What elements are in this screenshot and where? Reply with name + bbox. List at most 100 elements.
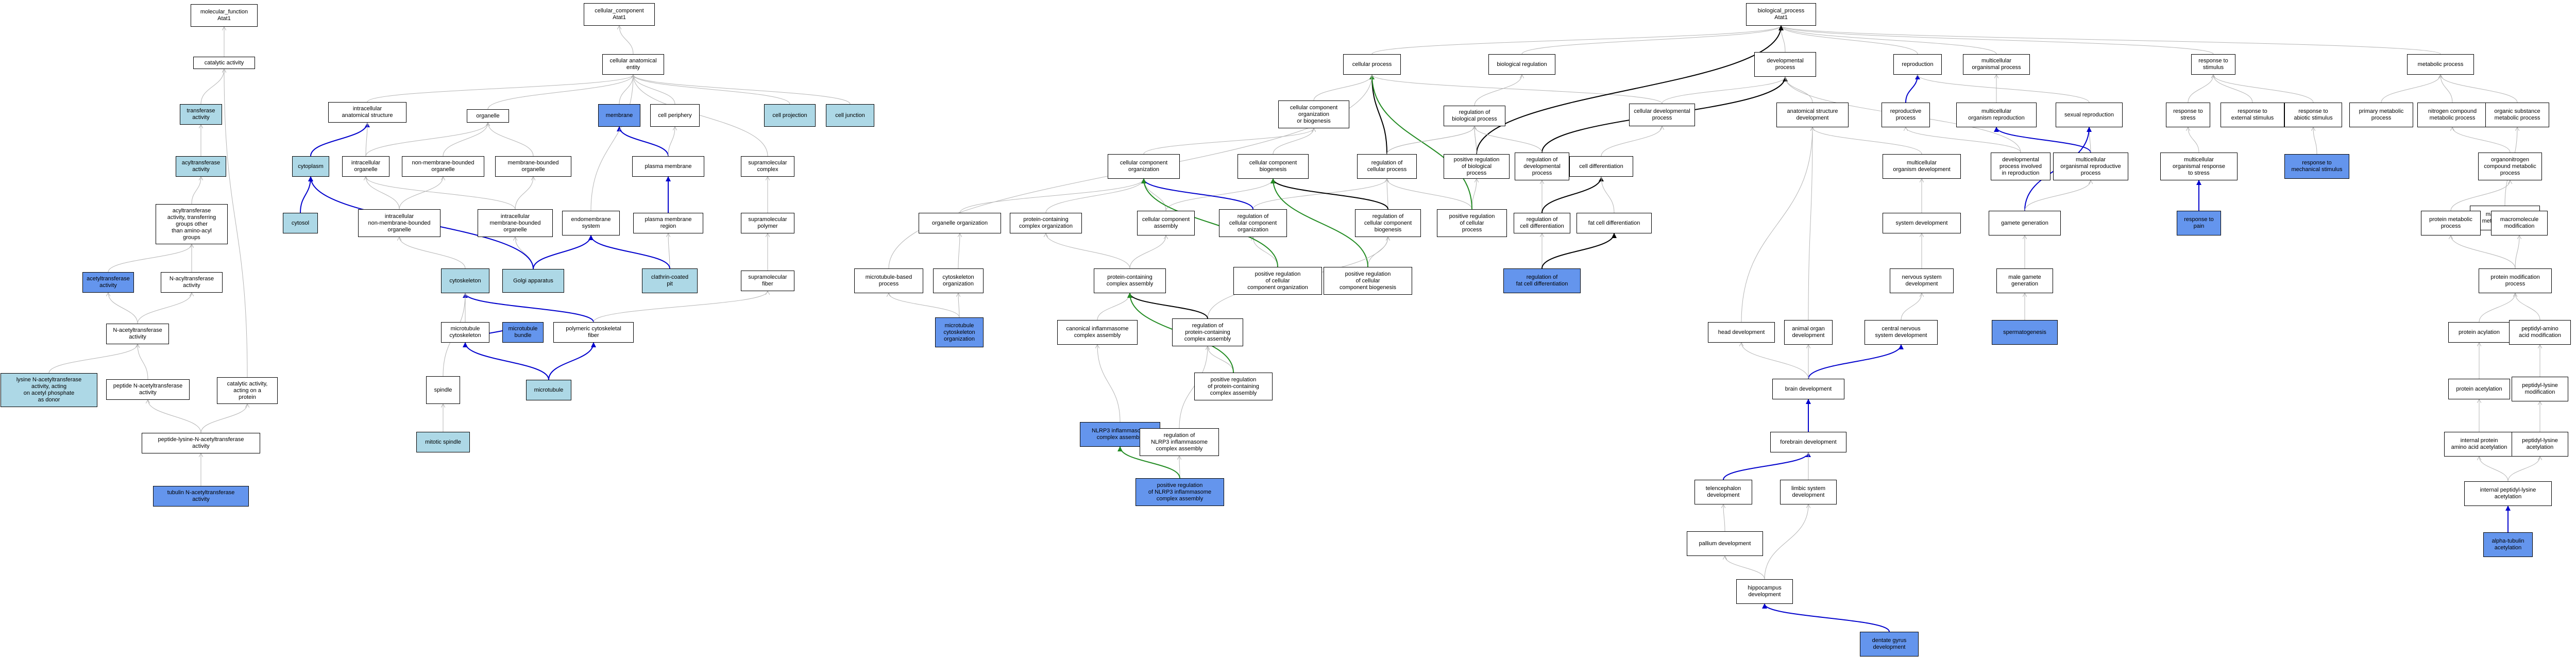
go-term-node-sexrepro[interactable]: sexual reproduction — [2056, 103, 2123, 127]
go-term-node-regfat[interactable]: regulation of fat cell differentiation — [1503, 268, 1581, 293]
go-term-node-tubnacetyl[interactable]: tubulin N-acetyltransferase activity — [153, 486, 249, 507]
go-term-node-canon[interactable]: canonical inflammasome complex assembly — [1057, 320, 1138, 345]
go-term-node-spindle[interactable]: spindle — [426, 376, 460, 404]
go-term-node-orgorg[interactable]: organelle organization — [919, 213, 1001, 233]
go-term-node-multirepro[interactable]: multicellular organism reproduction — [1956, 103, 2037, 127]
go-term-node-cellproj[interactable]: cell projection — [764, 104, 816, 127]
go-term-node-braindev[interactable]: brain development — [1772, 379, 1844, 399]
go-term-node-posregccorg[interactable]: positive regulation of cellular componen… — [1233, 267, 1322, 295]
go-term-node-polycyto[interactable]: polymeric cytoskeletal fiber — [553, 322, 634, 343]
go-term-node-mtcyto[interactable]: microtubule cytoskeleton — [441, 322, 489, 343]
go-term-node-bp[interactable]: biological_process Atat1 — [1746, 3, 1816, 26]
go-term-node-forebrain[interactable]: forebrain development — [1770, 432, 1846, 452]
go-term-node-cnsdev[interactable]: central nervous system development — [1865, 320, 1938, 345]
go-term-node-supfiber[interactable]: supramolecular fiber — [741, 271, 794, 291]
go-term-node-limbic[interactable]: limbic system development — [1780, 480, 1837, 504]
go-term-node-respabio[interactable]: response to abiotic stimulus — [2284, 103, 2342, 127]
go-term-node-respext[interactable]: response to external stimulus — [2221, 103, 2284, 127]
go-term-node-cae[interactable]: cellular anatomical entity — [602, 54, 664, 75]
go-term-node-intnmbo[interactable]: intracellular non-membrane-bounded organ… — [358, 209, 440, 237]
go-term-node-pallium[interactable]: pallium development — [1687, 531, 1763, 556]
go-term-node-macromod[interactable]: macromolecule modification — [2491, 211, 2548, 235]
go-term-node-posregccbio[interactable]: positive regulation of cellular componen… — [1324, 267, 1412, 295]
go-term-node-acyltr[interactable]: acyltransferase activity — [176, 156, 226, 177]
go-term-node-respmech[interactable]: response to mechanical stimulus — [2284, 154, 2349, 179]
go-term-node-ccorg[interactable]: cellular component organization — [1108, 154, 1180, 179]
go-term-node-nacetyl[interactable]: N-acetyltransferase activity — [106, 324, 169, 344]
go-term-node-posregbio[interactable]: positive regulation of biological proces… — [1444, 154, 1510, 179]
go-term-node-clathrin[interactable]: clathrin-coated pit — [642, 268, 698, 293]
go-term-node-mtbundle[interactable]: microtubule bundle — [502, 322, 544, 343]
go-term-node-intmbo[interactable]: intracellular membrane-bounded organelle — [478, 209, 553, 237]
go-term-node-nmbo[interactable]: non-membrane-bounded organelle — [402, 156, 484, 177]
go-term-node-reproproc[interactable]: reproductive process — [1882, 103, 1930, 127]
go-term-node-regcell[interactable]: regulation of cellular process — [1357, 154, 1417, 179]
go-term-node-spermato[interactable]: spermatogenesis — [1992, 320, 2058, 345]
go-term-node-plasmam[interactable]: plasma membrane — [632, 156, 704, 177]
go-term-node-mtcytoorg[interactable]: microtubule cytoskeleton organization — [935, 317, 984, 347]
go-term-node-celldev[interactable]: cellular developmental process — [1629, 104, 1695, 126]
go-term-node-respstim[interactable]: response to stimulus — [2191, 54, 2235, 75]
go-term-node-celljunc[interactable]: cell junction — [826, 104, 874, 127]
go-term-node-microtubule[interactable]: microtubule — [526, 380, 571, 400]
go-term-node-ias[interactable]: intracellular anatomical structure — [328, 102, 406, 123]
go-term-node-peplysacet[interactable]: peptidyl-lysine acetylation — [2512, 432, 2568, 457]
go-term-node-peptaamod[interactable]: peptidyl-amino acid modification — [2509, 320, 2571, 345]
go-term-node-nacyl[interactable]: N-acyltransferase activity — [161, 272, 223, 293]
go-term-node-suppoly[interactable]: supramolecular polymer — [741, 213, 794, 233]
go-term-node-hippo[interactable]: hippocampus development — [1736, 579, 1793, 604]
go-term-node-membrane[interactable]: membrane — [598, 104, 640, 127]
go-term-node-regpccass[interactable]: regulation of protein-containing complex… — [1172, 318, 1243, 346]
go-term-node-acetyltr[interactable]: acetyltransferase activity — [82, 272, 134, 293]
go-term-node-pmregion[interactable]: plasma membrane region — [633, 213, 703, 233]
go-term-node-dentate[interactable]: dentate gyrus development — [1860, 632, 1919, 656]
go-term-node-metab[interactable]: metabolic process — [2407, 54, 2474, 75]
go-term-node-regccbio[interactable]: regulation of cellular component biogene… — [1355, 209, 1421, 237]
go-term-node-golgi[interactable]: Golgi apparatus — [502, 269, 564, 293]
go-term-node-orgsub[interactable]: organic substance metabolic process — [2485, 103, 2549, 127]
go-term-node-cytoplasm[interactable]: cytoplasm — [292, 156, 329, 177]
go-term-node-mbo[interactable]: membrane-bounded organelle — [495, 156, 571, 177]
go-term-node-gamgen[interactable]: gamete generation — [1989, 211, 2061, 235]
go-term-node-posregpccass[interactable]: positive regulation of protein-containin… — [1194, 373, 1273, 400]
go-term-node-intprot[interactable]: internal protein amino acid acetylation — [2444, 432, 2514, 457]
go-term-node-pepnacetyl[interactable]: peptide N-acetyltransferase activity — [106, 379, 190, 400]
go-term-node-cat[interactable]: catalytic activity — [193, 57, 255, 69]
go-term-node-resppain[interactable]: response to pain — [2177, 211, 2221, 235]
go-term-node-catprot[interactable]: catalytic activity, acting on a protein — [217, 377, 278, 404]
go-term-node-posregnlrp3[interactable]: positive regulation of NLRP3 inflammasom… — [1136, 478, 1224, 506]
go-term-node-cellproc[interactable]: cellular process — [1343, 54, 1401, 75]
go-term-node-acylother[interactable]: acyltransferase activity, transferring g… — [156, 204, 228, 244]
go-term-node-protacet[interactable]: protein acetylation — [2448, 379, 2510, 399]
go-term-node-multidev[interactable]: multicellular organism development — [1883, 154, 1961, 179]
go-term-node-regbio[interactable]: regulation of biological process — [1444, 106, 1505, 126]
go-term-node-cytoskel[interactable]: cytoskeleton — [441, 268, 489, 293]
go-term-node-regnlrp3[interactable]: regulation of NLRP3 inflammasome complex… — [1140, 428, 1219, 456]
go-term-node-bioreg[interactable]: biological regulation — [1488, 54, 1555, 75]
go-term-node-protacyl[interactable]: protein acylation — [2448, 322, 2510, 343]
go-term-node-cytosol[interactable]: cytosol — [283, 213, 318, 233]
go-term-node-protmod[interactable]: protein modification process — [2479, 268, 2552, 293]
go-term-node-intpeplys[interactable]: internal peptidyl-lysine acetylation — [2464, 481, 2552, 506]
go-term-node-ccob[interactable]: cellular component organization or bioge… — [1278, 100, 1349, 128]
go-term-node-regcelldiff[interactable]: regulation of cell differentiation — [1514, 213, 1570, 233]
go-term-node-nitmet[interactable]: nitrogen compound metabolic process — [2417, 103, 2487, 127]
go-term-node-pccass[interactable]: protein-containing complex assembly — [1094, 268, 1166, 293]
go-term-node-devrepro[interactable]: developmental process involved in reprod… — [1991, 153, 2050, 180]
go-term-node-endomem[interactable]: endomembrane system — [562, 211, 620, 235]
go-term-node-cytoorg[interactable]: cytoskeleton organization — [933, 268, 984, 293]
go-term-node-mitspindle[interactable]: mitotic spindle — [416, 432, 470, 452]
go-term-node-regccorg[interactable]: regulation of cellular component organiz… — [1219, 209, 1287, 237]
go-term-node-transfer[interactable]: transferase activity — [180, 104, 222, 125]
go-term-node-posregcell[interactable]: positive regulation of cellular process — [1437, 209, 1507, 237]
go-term-node-mtproc[interactable]: microtubule-based process — [854, 268, 923, 293]
go-term-node-celldiff[interactable]: cell differentiation — [1569, 156, 1633, 177]
go-term-node-nlrp3ass[interactable]: NLRP3 inflammasome complex assembly — [1080, 422, 1160, 447]
go-term-node-headdev[interactable]: head development — [1708, 322, 1775, 343]
go-term-node-animorg[interactable]: animal organ development — [1784, 320, 1833, 345]
go-term-node-multireproproc[interactable]: multicellular organismal reproductive pr… — [2053, 153, 2128, 180]
go-term-node-multistress[interactable]: multicellular organismal response to str… — [2160, 153, 2238, 180]
go-term-node-ccass[interactable]: cellular component assembly — [1137, 211, 1195, 235]
go-term-node-telen[interactable]: telencephalon development — [1694, 480, 1752, 504]
go-term-node-fatdiff[interactable]: fat cell differentiation — [1577, 213, 1652, 233]
